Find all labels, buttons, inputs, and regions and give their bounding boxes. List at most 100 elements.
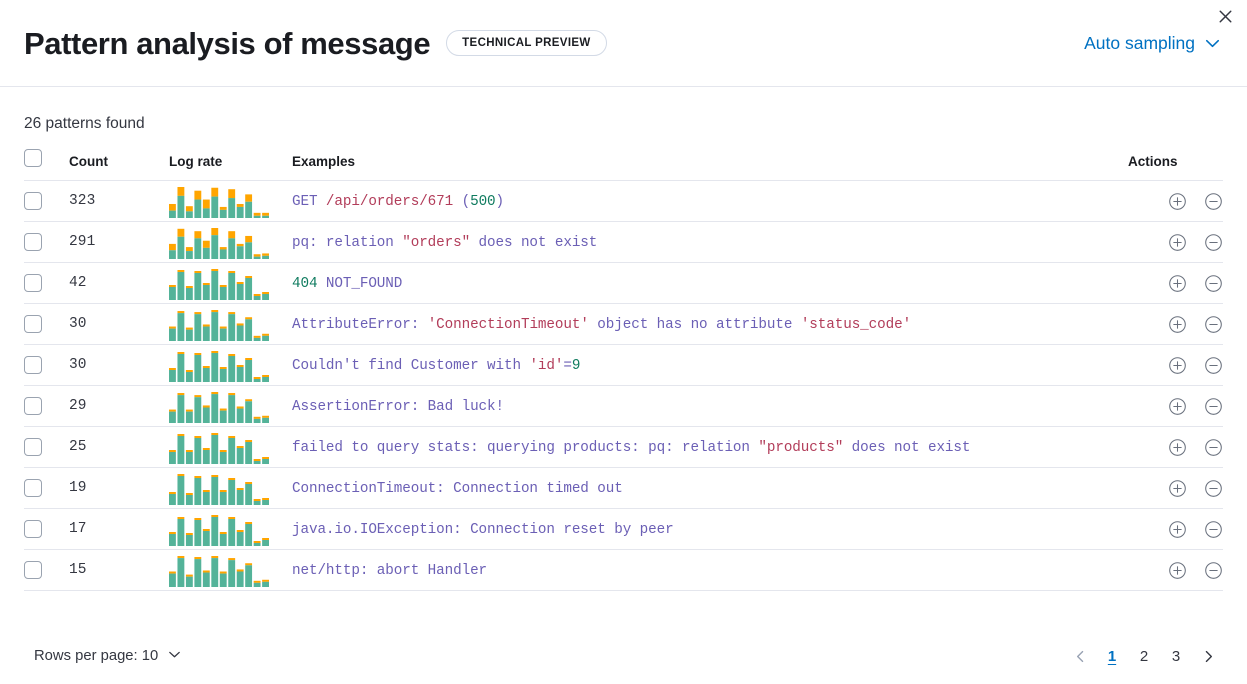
row-actions-cell (1128, 221, 1223, 263)
row-example-text: AttributeError: 'ConnectionTimeout' obje… (292, 317, 911, 333)
table-row[interactable]: 25 failed to query stats: querying produc… (24, 426, 1223, 468)
rows-per-page-button[interactable]: Rows per page: 10 (24, 641, 192, 672)
row-checkbox[interactable] (24, 232, 42, 251)
minus-circle-icon[interactable] (1203, 273, 1223, 293)
row-example-text: ConnectionTimeout: Connection timed out (292, 481, 623, 497)
column-header-count[interactable]: Count (69, 149, 169, 181)
plus-circle-icon[interactable] (1167, 437, 1187, 457)
row-example-cell: failed to query stats: querying products… (292, 426, 1128, 468)
row-select-cell (24, 549, 69, 591)
minus-circle-icon[interactable] (1203, 519, 1223, 539)
plus-circle-icon[interactable] (1167, 396, 1187, 416)
next-page-button[interactable] (1193, 641, 1223, 671)
table-row[interactable]: 19 ConnectionTimeout: Connection timed ou… (24, 467, 1223, 509)
minus-circle-icon[interactable] (1203, 355, 1223, 375)
plus-circle-icon[interactable] (1167, 519, 1187, 539)
page-button-3[interactable]: 3 (1161, 641, 1191, 671)
row-example-text: net/http: abort Handler (292, 563, 487, 579)
page-button-1[interactable]: 1 (1097, 641, 1127, 671)
chevron-down-icon (1204, 35, 1221, 52)
column-header-examples[interactable]: Examples (292, 149, 1128, 181)
row-example-cell: AttributeError: 'ConnectionTimeout' obje… (292, 303, 1128, 345)
row-actions-cell (1128, 426, 1223, 468)
auto-sampling-button[interactable]: Auto sampling (1082, 29, 1223, 58)
plus-circle-icon[interactable] (1167, 232, 1187, 252)
row-checkbox[interactable] (24, 314, 42, 333)
row-count: 291 (69, 221, 169, 263)
example-token: GET (292, 194, 326, 210)
row-checkbox[interactable] (24, 519, 42, 538)
example-token: AssertionError: Bad luck! (292, 399, 504, 415)
column-header-log-rate[interactable]: Log rate (169, 149, 292, 181)
row-select-cell (24, 344, 69, 386)
example-token: "orders" (402, 235, 471, 251)
row-example-text: java.io.IOException: Connection reset by… (292, 522, 674, 538)
row-count: 323 (69, 180, 169, 222)
example-token: failed to query stats: querying products… (292, 440, 759, 456)
plus-circle-icon[interactable] (1167, 560, 1187, 580)
example-token: 9 (571, 358, 581, 374)
previous-page-button[interactable] (1065, 641, 1095, 671)
example-token: 'status_code' (800, 317, 912, 333)
select-all-checkbox[interactable] (24, 149, 42, 167)
example-token: 'id' (529, 358, 564, 374)
minus-circle-icon[interactable] (1203, 396, 1223, 416)
row-checkbox[interactable] (24, 273, 42, 292)
example-token: net/http: abort Handler (292, 563, 488, 579)
row-select-cell (24, 385, 69, 427)
example-token: object has no attribute (588, 317, 801, 333)
row-checkbox[interactable] (24, 437, 42, 456)
row-count: 29 (69, 385, 169, 427)
row-count: 25 (69, 426, 169, 468)
row-count: 19 (69, 467, 169, 509)
row-checkbox[interactable] (24, 191, 42, 210)
row-example-text: failed to query stats: querying products… (292, 440, 970, 456)
table-row[interactable]: 29 AssertionError: Bad luck! (24, 385, 1223, 427)
row-select-cell (24, 303, 69, 345)
row-example-cell: AssertionError: Bad luck! (292, 385, 1128, 427)
minus-circle-icon[interactable] (1203, 314, 1223, 334)
minus-circle-icon[interactable] (1203, 232, 1223, 252)
example-token: java.io.IOException: Connection reset by… (292, 522, 674, 538)
row-log-rate-sparkline (169, 467, 292, 509)
row-select-cell (24, 221, 69, 263)
example-token: Couldn't find Customer with (292, 358, 530, 374)
row-example-cell: GET /api/orders/671 (500) (292, 180, 1128, 222)
rows-per-page-label: Rows per page: 10 (34, 648, 159, 664)
plus-circle-icon[interactable] (1167, 273, 1187, 293)
row-actions-cell (1128, 180, 1223, 222)
row-checkbox[interactable] (24, 355, 42, 374)
minus-circle-icon[interactable] (1203, 560, 1223, 580)
row-example-text: AssertionError: Bad luck! (292, 399, 504, 415)
plus-circle-icon[interactable] (1167, 478, 1187, 498)
page-button-2[interactable]: 2 (1129, 641, 1159, 671)
row-checkbox[interactable] (24, 396, 42, 415)
row-actions-cell (1128, 303, 1223, 345)
table-row[interactable]: 323 GET /api/orders/671 (500) (24, 180, 1223, 222)
example-token: AttributeError: (292, 317, 428, 333)
table-head: Count Log rate Examples Actions (24, 149, 1223, 181)
minus-circle-icon[interactable] (1203, 437, 1223, 457)
chevron-down-icon (167, 647, 182, 666)
plus-circle-icon[interactable] (1167, 314, 1187, 334)
plus-circle-icon[interactable] (1167, 191, 1187, 211)
minus-circle-icon[interactable] (1203, 191, 1223, 211)
flyout-header: Pattern analysis of message TECHNICAL PR… (0, 0, 1247, 87)
row-checkbox[interactable] (24, 478, 42, 497)
row-example-cell: java.io.IOException: Connection reset by… (292, 508, 1128, 550)
example-token: 500 (470, 194, 496, 210)
close-button[interactable] (1211, 2, 1239, 30)
minus-circle-icon[interactable] (1203, 478, 1223, 498)
row-log-rate-sparkline (169, 385, 292, 427)
plus-circle-icon[interactable] (1167, 355, 1187, 375)
row-checkbox[interactable] (24, 560, 42, 579)
example-token: NOT_FOUND (317, 276, 403, 292)
